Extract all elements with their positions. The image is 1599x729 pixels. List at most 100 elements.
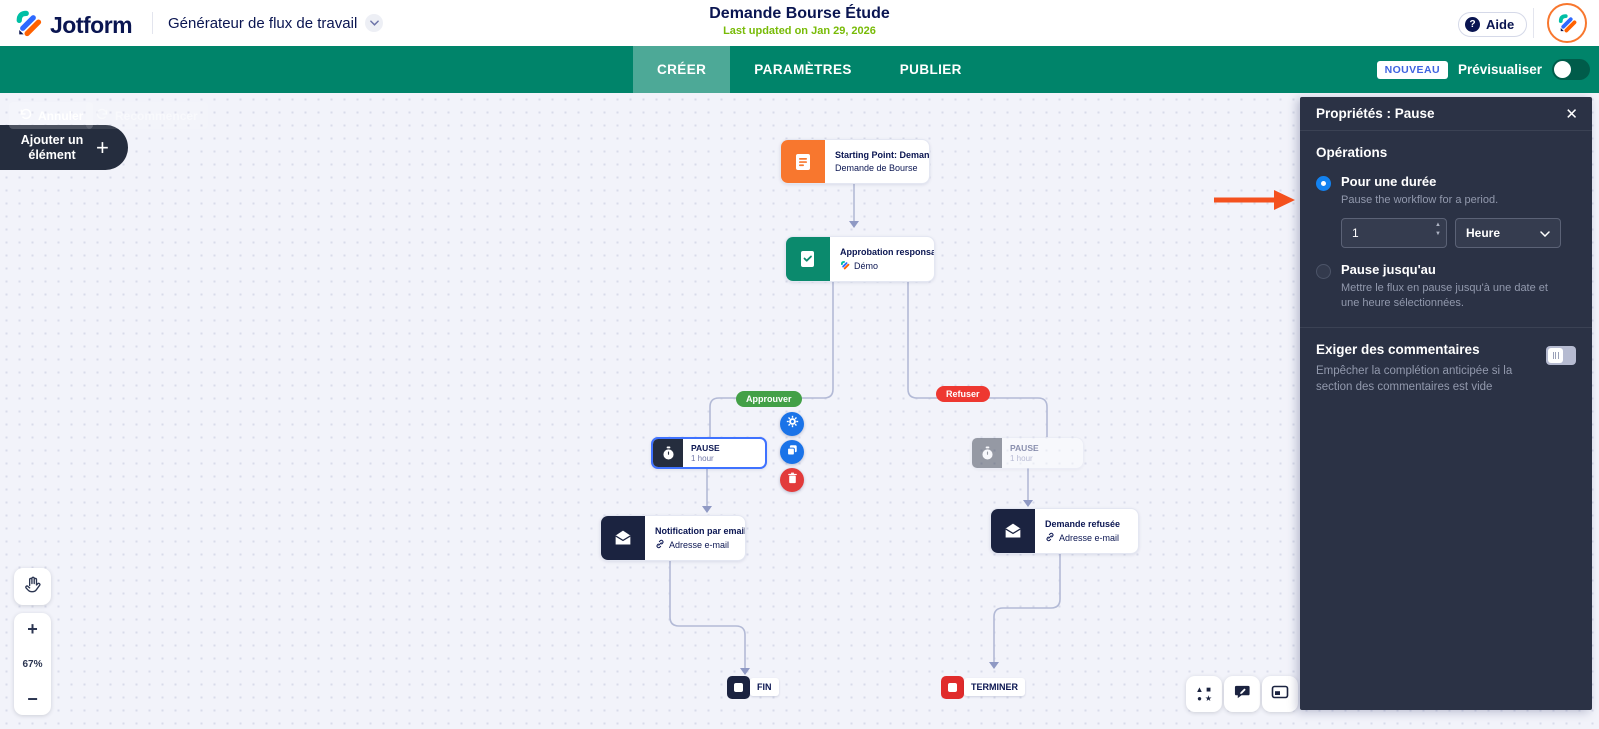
node-delete-button[interactable]	[780, 468, 804, 492]
tab-parametres[interactable]: PARAMÈTRES	[754, 62, 852, 77]
option-label: Pause jusqu'au	[1341, 262, 1436, 277]
node-subtitle: Démo	[854, 260, 879, 271]
node-subtitle: Adresse e-mail	[669, 539, 730, 550]
node-title: Starting Point: Demande Bou...	[835, 150, 929, 160]
pan-tool-button[interactable]	[14, 568, 51, 605]
undo-label: Annuler	[38, 108, 84, 123]
duration-unit-select[interactable]: Heure	[1455, 218, 1561, 248]
node-duplicate-button[interactable]	[780, 440, 804, 464]
jotform-mini-logo-icon	[840, 260, 850, 272]
radio-duration-selected[interactable]	[1316, 176, 1331, 191]
branch-label-approve: Approuver	[736, 391, 802, 407]
chevron-down-icon	[365, 14, 384, 32]
elements-legend-button[interactable]: ▲■●★	[1186, 676, 1222, 712]
node-approval[interactable]: Approbation responsable bo... Démo	[785, 236, 935, 282]
minimap-icon	[1271, 683, 1289, 706]
link-icon	[1045, 532, 1055, 544]
stepper-arrows[interactable]: ▲▼	[1435, 222, 1441, 238]
arrow-up-icon[interactable]: ▲	[1435, 222, 1441, 228]
minimap-button[interactable]	[1262, 676, 1298, 712]
operations-section-title: Opérations	[1316, 145, 1388, 160]
form-title[interactable]: Demande Bourse Étude	[709, 5, 890, 22]
jotform-logo-icon	[14, 9, 42, 42]
product-menu[interactable]: Générateur de flux de travail	[168, 0, 384, 46]
end-node-fin[interactable]	[727, 676, 750, 699]
redo-button[interactable]: Recommencer	[86, 102, 208, 129]
node-pause-selected[interactable]: PAUSE 1 hour	[651, 437, 767, 469]
comment-edit-icon	[1234, 683, 1251, 705]
gear-icon	[786, 415, 799, 433]
stopwatch-icon	[653, 439, 683, 467]
app-header: Jotform Générateur de flux de travail De…	[0, 0, 1599, 46]
node-start-form[interactable]: Starting Point: Demande Bou... Demande d…	[780, 139, 930, 184]
feedback-button[interactable]	[1224, 676, 1260, 712]
new-badge: NOUVEAU	[1376, 60, 1448, 79]
toggle-knob	[1548, 348, 1563, 363]
node-title: PAUSE	[1010, 443, 1039, 453]
trash-icon	[787, 471, 798, 489]
shapes-icon: ▲■●★	[1195, 685, 1213, 703]
zoom-in-button[interactable]: +	[27, 619, 38, 639]
email-icon	[601, 516, 645, 560]
panel-title: Propriétés : Pause	[1316, 106, 1435, 121]
undo-icon	[19, 108, 32, 124]
duration-value-input[interactable]	[1341, 218, 1447, 248]
builder-toolbar: Annuler Recommencer CRÉER PARAMÈTRES PUB…	[0, 46, 1599, 129]
preview-toggle[interactable]	[1552, 59, 1590, 80]
close-icon[interactable]: ✕	[1565, 105, 1578, 123]
redo-icon	[96, 108, 109, 124]
builder-tabs: CRÉER PARAMÈTRES PUBLIER	[633, 46, 986, 93]
zoom-control: + 67% −	[14, 613, 51, 715]
zoom-out-button[interactable]: −	[27, 689, 38, 709]
brand-name[interactable]: Jotform	[50, 12, 133, 38]
option-pause-until[interactable]: Pause jusqu'au Mettre le flux en pause j…	[1316, 262, 1576, 311]
hand-icon	[23, 575, 42, 599]
node-title: Notification par email - dema...	[655, 525, 745, 536]
node-email-rejected[interactable]: Demande refusée Adresse e-mail	[990, 508, 1139, 554]
selected-unit: Heure	[1466, 226, 1501, 240]
node-settings-button[interactable]	[780, 412, 804, 436]
radio-until-unselected[interactable]	[1316, 264, 1331, 279]
form-title-block[interactable]: Demande Bourse Étude Last updated on Jan…	[0, 5, 1599, 37]
option-pause-duration[interactable]: Pour une durée Pause the workflow for a …	[1316, 174, 1576, 208]
node-subtitle: Demande de Bourse	[835, 163, 918, 173]
tab-publier[interactable]: PUBLIER	[899, 62, 962, 77]
option-description: Pause the workflow for a period.	[1341, 194, 1499, 206]
header-divider	[152, 12, 153, 34]
stopwatch-icon	[972, 438, 1002, 468]
avatar[interactable]	[1547, 3, 1587, 43]
plus-icon: +	[96, 134, 109, 160]
annotation-arrow	[1214, 190, 1295, 210]
option-description: Mettre le flux en pause jusqu'à une date…	[1341, 282, 1548, 309]
zoom-level: 67%	[22, 658, 43, 670]
form-icon	[781, 140, 825, 183]
product-menu-label: Générateur de flux de travail	[168, 14, 358, 32]
panel-divider	[1300, 327, 1592, 328]
require-comments-description: Empêcher la complétion anticipée si la s…	[1316, 365, 1513, 393]
copy-icon	[786, 443, 798, 461]
node-title: Demande refusée	[1045, 518, 1121, 529]
node-email-notification[interactable]: Notification par email - dema... Adresse…	[600, 515, 746, 561]
arrow-down-icon[interactable]: ▼	[1435, 231, 1441, 237]
option-label: Pour une durée	[1341, 174, 1437, 189]
tab-creer[interactable]: CRÉER	[633, 46, 731, 93]
last-updated: Last updated on Jan 29, 2026	[723, 25, 876, 37]
help-label: Aide	[1486, 17, 1515, 32]
node-subtitle: 1 hour	[1010, 454, 1033, 463]
help-button[interactable]: ? Aide	[1458, 12, 1528, 37]
undo-button[interactable]: Annuler	[9, 102, 94, 129]
branch-label-reject: Refuser	[936, 386, 990, 402]
avatar-logo-icon	[1558, 14, 1577, 33]
require-comments-toggle[interactable]	[1546, 346, 1576, 365]
node-pause-faded[interactable]: PAUSE 1 hour	[971, 437, 1084, 469]
properties-panel: Propriétés : Pause ✕ Opérations Pour une…	[1300, 97, 1592, 710]
end-node-fin-label: FIN	[750, 678, 779, 696]
toggle-knob	[1554, 61, 1571, 78]
add-element-button[interactable]: Ajouter un élément +	[0, 125, 128, 170]
preview-label: Prévisualiser	[1457, 62, 1542, 77]
question-mark-icon: ?	[1465, 17, 1480, 32]
add-element-label: Ajouter un élément	[20, 132, 84, 162]
node-title: PAUSE	[691, 443, 720, 453]
end-node-terminer[interactable]	[941, 676, 964, 699]
